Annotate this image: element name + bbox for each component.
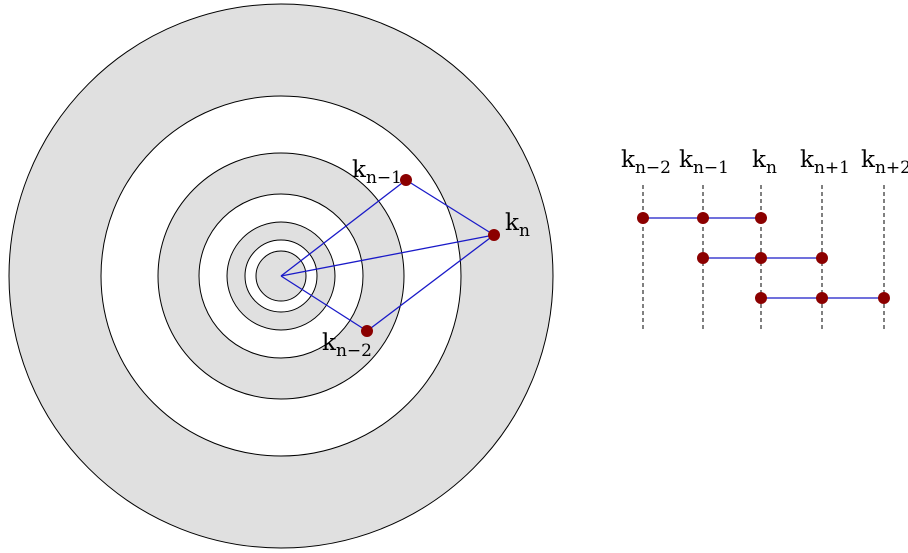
col-label-n-minus-1: kn−1 bbox=[679, 147, 729, 178]
edge-center-to-k-n bbox=[280, 234, 495, 277]
edge-k-n-minus-1-to-k-n bbox=[405, 179, 495, 236]
row-2-point-n-plus-1 bbox=[816, 252, 828, 264]
row-1-point-n-minus-2 bbox=[637, 212, 649, 224]
row-2-point-n-minus-1 bbox=[697, 252, 709, 264]
col-label-n-minus-2: kn−2 bbox=[621, 147, 671, 178]
edge-center-to-k-n-minus-1 bbox=[280, 179, 407, 277]
left-points bbox=[361, 174, 500, 337]
left-edges bbox=[280, 179, 495, 332]
row-3-point-n-plus-1 bbox=[816, 292, 828, 304]
row-2 bbox=[697, 252, 828, 264]
point-k-n-minus-2 bbox=[361, 325, 373, 337]
col-label-n: kn bbox=[752, 147, 777, 178]
row-2-point-n bbox=[755, 252, 767, 264]
column-labels: kn−2 kn−1 kn kn+1 kn+2 bbox=[621, 147, 908, 178]
edge-center-to-k-n-minus-2 bbox=[280, 275, 368, 332]
col-label-n-plus-1: kn+1 bbox=[800, 147, 850, 178]
row-1-point-n-minus-1 bbox=[697, 212, 709, 224]
row-3 bbox=[755, 292, 890, 304]
row-1 bbox=[637, 212, 767, 224]
row-1-point-n bbox=[755, 212, 767, 224]
col-label-n-plus-2: kn+2 bbox=[861, 147, 908, 178]
point-k-n bbox=[488, 229, 500, 241]
row-3-point-n-plus-2 bbox=[878, 292, 890, 304]
point-k-n-minus-1 bbox=[400, 174, 412, 186]
label-k-n-minus-1: kn−1 bbox=[352, 157, 402, 188]
edge-k-n-to-k-n-minus-2 bbox=[366, 234, 495, 332]
label-k-n: kn bbox=[505, 210, 530, 241]
label-k-n-minus-2: kn−2 bbox=[322, 330, 372, 361]
row-3-point-n bbox=[755, 292, 767, 304]
